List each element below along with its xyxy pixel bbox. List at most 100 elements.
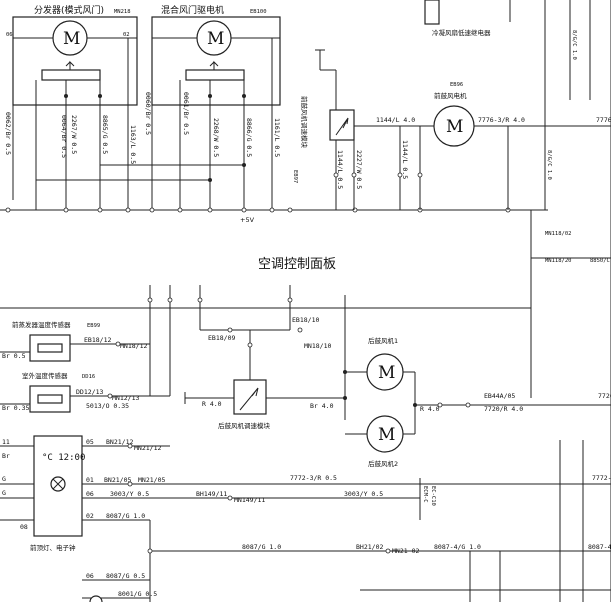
svg-text:M: M: [207, 29, 224, 49]
svg-text:R 4.0: R 4.0: [202, 400, 222, 408]
svg-text:8/G/C 1.0: 8/G/C 1.0: [571, 30, 577, 60]
svg-text:BN21/12: BN21/12: [106, 438, 133, 446]
svg-text:8087/G 1.0: 8087/G 1.0: [106, 512, 145, 520]
svg-text:7772-3/R 0.5: 7772-3/R 0.5: [290, 474, 337, 482]
label-front-blower: 前鼓风电机: [434, 91, 467, 100]
svg-text:7772-: 7772-: [592, 474, 611, 482]
svg-text:M: M: [378, 363, 395, 383]
svg-text:8087/G 0.5: 8087/G 0.5: [106, 572, 145, 580]
label-mix-motor-code: EB100: [250, 9, 267, 15]
svg-text:R 4.0: R 4.0: [420, 405, 440, 413]
svg-text:Br 0.5: Br 0.5: [2, 352, 26, 360]
wl-fresh4: 8865/G 0.5: [101, 115, 109, 154]
svg-text:MN118/02: MN118/02: [545, 231, 572, 237]
condenser-relay-box: [424, 0, 440, 25]
svg-text:06: 06: [86, 572, 94, 580]
wl-fresh5: 1163/L 0.5: [129, 125, 137, 164]
label-plus5v: +5V: [240, 216, 255, 224]
evap-thermistor: [37, 343, 63, 353]
svg-text:EB18/09: EB18/09: [208, 334, 235, 342]
svg-text:DD16: DD16: [82, 374, 95, 380]
svg-text:MN21/12: MN21/12: [134, 444, 161, 452]
svg-text:02: 02: [86, 512, 94, 520]
front-speed-module-box: [329, 109, 355, 141]
svg-text:7720: 7720: [598, 392, 611, 400]
svg-text:EC-C10: EC-C10: [430, 486, 436, 506]
svg-text:02: 02: [123, 32, 130, 38]
svg-text:MN21/05: MN21/05: [138, 476, 165, 484]
label-front-speed-module: 前鼓风机调速模块: [300, 96, 309, 149]
svg-text:M: M: [446, 117, 463, 137]
svg-text:EB99: EB99: [87, 323, 100, 329]
svg-text:EB18/10: EB18/10: [292, 316, 319, 324]
ac-panel-title: 空调控制面板: [258, 257, 336, 272]
svg-text:MN149/11: MN149/11: [234, 496, 265, 504]
svg-text:Br 0.35: Br 0.35: [2, 404, 29, 412]
svg-text:8087-4/G 1.0: 8087-4/G 1.0: [434, 543, 481, 551]
outside-thermistor: [37, 394, 63, 404]
label-mix-motor: 混合风门驱电机: [161, 4, 224, 16]
label-rear-blower-2: 后鼓风机2: [368, 459, 398, 468]
svg-text:1144/L 0.5: 1144/L 0.5: [336, 150, 344, 189]
svg-text:BH149/11: BH149/11: [196, 490, 227, 498]
svg-text:8850/C: 8850/C: [590, 258, 610, 264]
svg-text:1144/L 0.5: 1144/L 0.5: [401, 140, 409, 179]
wl-fresh3: 2267/W 0.5: [70, 115, 78, 154]
wl-fresh2: 0064/Br 0.5: [60, 115, 68, 158]
svg-text:8001/G 0.5: 8001/G 0.5: [118, 590, 157, 598]
clock-display: °C 12:00: [42, 453, 85, 463]
svg-text:MN21 02: MN21 02: [392, 547, 419, 555]
label-evap-sensor: 前蒸发器温度传感器: [12, 320, 71, 329]
wl-fresh1: 0062/Br 0.5: [4, 112, 12, 155]
svg-text:Br 4.0: Br 4.0: [310, 402, 334, 410]
svg-text:3003/Y 0.5: 3003/Y 0.5: [344, 490, 383, 498]
svg-text:8087/G 1.0: 8087/G 1.0: [242, 543, 281, 551]
svg-text:EB44A/05: EB44A/05: [484, 392, 515, 400]
label-fresh-motor-code: MN218: [114, 9, 131, 15]
svg-text:MN12/13: MN12/13: [112, 394, 139, 402]
svg-text:MN18/12: MN18/12: [120, 342, 147, 350]
svg-text:11: 11: [2, 438, 10, 446]
svg-text:8087-4/: 8087-4/: [588, 543, 611, 551]
svg-text:06: 06: [6, 32, 13, 38]
svg-text:2268/W 0.5: 2268/W 0.5: [212, 118, 220, 157]
label-outside-sensor: 室外温度传感器: [22, 371, 68, 380]
outside-sensor-box: [29, 385, 71, 413]
mix-potentiometer: [185, 69, 245, 81]
svg-text:7776: 7776: [596, 116, 611, 124]
svg-text:1144/L 4.0: 1144/L 4.0: [376, 116, 415, 124]
label-rear-blower-1: 后鼓风机1: [368, 336, 398, 345]
svg-text:7720/R 4.0: 7720/R 4.0: [484, 405, 523, 413]
label-roof-light-clock: 前顶灯、电子钟: [30, 543, 76, 552]
svg-text:5013/O 0.35: 5013/O 0.35: [86, 402, 129, 410]
svg-text:8866/G 0.5: 8866/G 0.5: [245, 118, 253, 157]
svg-text:06: 06: [86, 490, 94, 498]
svg-text:EB97: EB97: [292, 170, 298, 183]
svg-text:01: 01: [86, 476, 94, 484]
label-rear-speed-module: 后鼓风机调速模块: [218, 421, 271, 430]
svg-text:EB96: EB96: [450, 82, 463, 88]
svg-text:1161/L 0.5: 1161/L 0.5: [273, 118, 281, 157]
svg-text:G: G: [2, 489, 6, 497]
label-fresh-motor: 分发器(模式风门): [34, 4, 104, 16]
svg-text:08: 08: [20, 523, 28, 531]
svg-text:EB18/12: EB18/12: [84, 336, 111, 344]
svg-text:0061/Br 0.5: 0061/Br 0.5: [182, 92, 190, 135]
svg-text:MN18/10: MN18/10: [304, 342, 331, 350]
svg-text:BH21/02: BH21/02: [356, 543, 383, 551]
svg-text:0060/Br 0.5: 0060/Br 0.5: [144, 92, 152, 135]
svg-text:Br: Br: [2, 452, 10, 460]
svg-text:7776-3/R 4.0: 7776-3/R 4.0: [478, 116, 525, 124]
label-condenser-relay: 冷凝风扇低速继电器: [432, 28, 491, 37]
svg-text:MN118/20: MN118/20: [545, 258, 572, 264]
svg-text:BN21/05: BN21/05: [104, 476, 131, 484]
svg-text:05: 05: [86, 438, 94, 446]
svg-text:M: M: [378, 425, 395, 445]
svg-text:ECM-C: ECM-C: [422, 486, 428, 503]
fresh-potentiometer: [41, 69, 101, 81]
svg-text:G: G: [2, 475, 6, 483]
fresh-motor-letter: M: [63, 29, 80, 49]
svg-text:DD12/13: DD12/13: [76, 388, 103, 396]
